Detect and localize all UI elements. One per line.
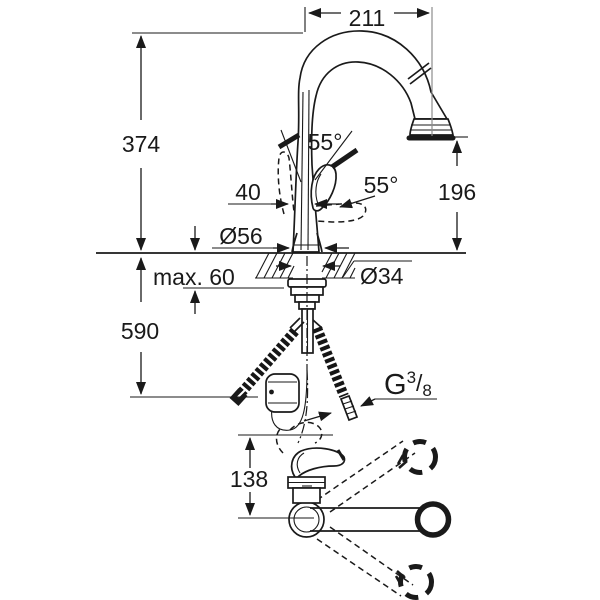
dim-label-55-top: 55° xyxy=(308,129,343,155)
riser-inner-line-left xyxy=(300,91,304,251)
supply-hose-right xyxy=(312,326,359,422)
dim-label-d34: Ø34 xyxy=(360,263,404,289)
dim-label-590: 590 xyxy=(121,318,159,344)
dimension-handle-swing-top: 55° xyxy=(277,129,359,183)
dim-label-374: 374 xyxy=(122,131,161,157)
escutcheon-inner xyxy=(293,506,320,533)
faucet-top-view xyxy=(275,421,452,600)
dimension-swivel-height: 138 xyxy=(230,434,333,519)
dimension-hose-length: 590 xyxy=(121,257,258,398)
dimension-body-width: 40 xyxy=(228,179,339,209)
dim-label-40: 40 xyxy=(235,179,261,205)
dim-label-max60: max. 60 xyxy=(153,264,235,290)
dim-label-55-side: 55° xyxy=(364,172,399,198)
dimension-deck-thickness: max. 60 xyxy=(153,226,284,314)
dimension-total-height: 374 xyxy=(122,32,303,251)
dimension-spout-reach: 211 xyxy=(304,5,433,136)
dimension-hole-diameter: Ø34 xyxy=(276,260,412,289)
dimension-thread: G3/8 xyxy=(303,368,437,422)
dimension-base-diameter: Ø56 xyxy=(212,223,349,253)
spray-head xyxy=(406,118,456,141)
riser-inner-line-right xyxy=(307,89,310,251)
dim-label-138: 138 xyxy=(230,466,268,492)
handle-top-view xyxy=(275,421,346,504)
dim-label-196: 196 xyxy=(438,179,476,205)
handle-lever-dashed-flat xyxy=(315,202,367,223)
faucet-side-view xyxy=(277,30,456,253)
hose-weight xyxy=(265,373,300,413)
faucet-base xyxy=(291,232,323,253)
dimension-handle-swing-side: 55° xyxy=(339,172,399,209)
spout-swivel-lower-dashed xyxy=(316,526,434,600)
dim-label-thread: G3/8 xyxy=(384,368,432,401)
spout-swivel-upper-dashed xyxy=(316,439,438,513)
spout-top-view-solid xyxy=(310,501,452,538)
dim-label-211: 211 xyxy=(349,5,386,31)
handle-lever-dashed-up xyxy=(277,151,295,215)
dim-label-d56: Ø56 xyxy=(219,223,262,249)
spout-silhouette xyxy=(292,30,449,253)
dimension-spout-clearance: 196 xyxy=(438,136,476,251)
spray-head-top-view xyxy=(414,501,452,538)
spout-seam xyxy=(407,62,432,85)
